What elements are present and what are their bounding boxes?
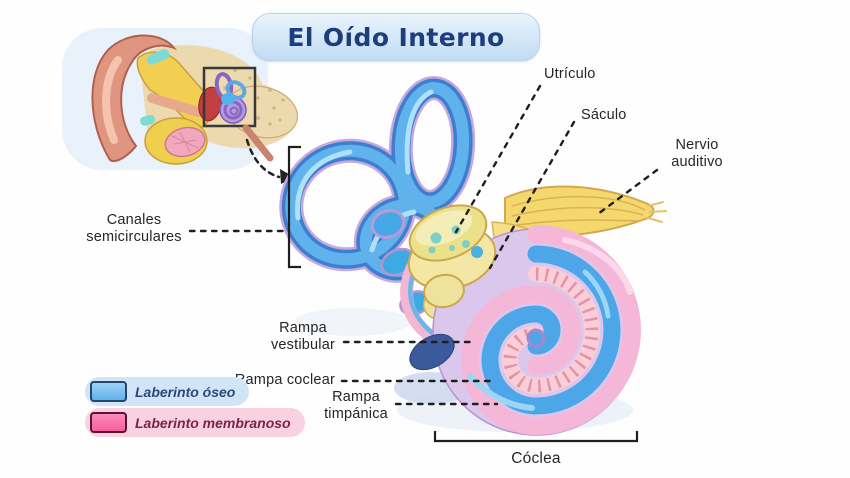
label-utriculo: Utrículo bbox=[544, 66, 596, 82]
cochlea-apex bbox=[526, 328, 546, 348]
macula-spots bbox=[428, 225, 470, 254]
saccule-sac bbox=[423, 273, 465, 309]
ear-canal-stub bbox=[242, 124, 274, 162]
ear-inset-illustration bbox=[62, 28, 299, 170]
legend-swatch-membranoso bbox=[90, 412, 127, 433]
legend-label-oseo: Laberinto óseo bbox=[135, 383, 236, 400]
brackets bbox=[287, 145, 639, 443]
label-nervio-auditivo: Nervio auditivo bbox=[671, 137, 723, 170]
inset-zoom-box bbox=[202, 66, 257, 128]
label-saculo: Sáculo bbox=[581, 107, 627, 123]
leader-lines bbox=[188, 84, 659, 406]
nervio-leader bbox=[596, 168, 659, 216]
label-rampa-vestibular: Rampa vestibular bbox=[270, 320, 336, 353]
cochlear-duct-tube bbox=[400, 261, 443, 347]
title-banner: El Oído Interno bbox=[252, 13, 540, 61]
label-coclea: Cóclea bbox=[511, 450, 561, 467]
label-rampa-timpanica: Rampa timpánica bbox=[324, 389, 388, 422]
legend-label-membranoso: Laberinto membranoso bbox=[135, 414, 291, 431]
label-rampa-coclear: Rampa coclear bbox=[234, 372, 335, 388]
cochlea-rib-ticks bbox=[503, 267, 599, 393]
legend-item-laberinto-membranoso: Laberinto membranoso bbox=[85, 408, 305, 437]
label-canales-semicirculares: Canales semicirculares bbox=[86, 212, 182, 245]
vestibule bbox=[407, 204, 497, 309]
legend-swatch-oseo bbox=[90, 381, 127, 402]
auditory-canal-tube bbox=[147, 93, 203, 117]
mini-labyrinth bbox=[209, 72, 247, 124]
canales-bracket bbox=[287, 145, 301, 269]
coclea-bracket bbox=[433, 431, 639, 443]
cartilage-teal bbox=[146, 49, 170, 65]
page-title: El Oído Interno bbox=[287, 22, 505, 52]
legend-item-laberinto-oseo: Laberinto óseo bbox=[85, 377, 250, 406]
